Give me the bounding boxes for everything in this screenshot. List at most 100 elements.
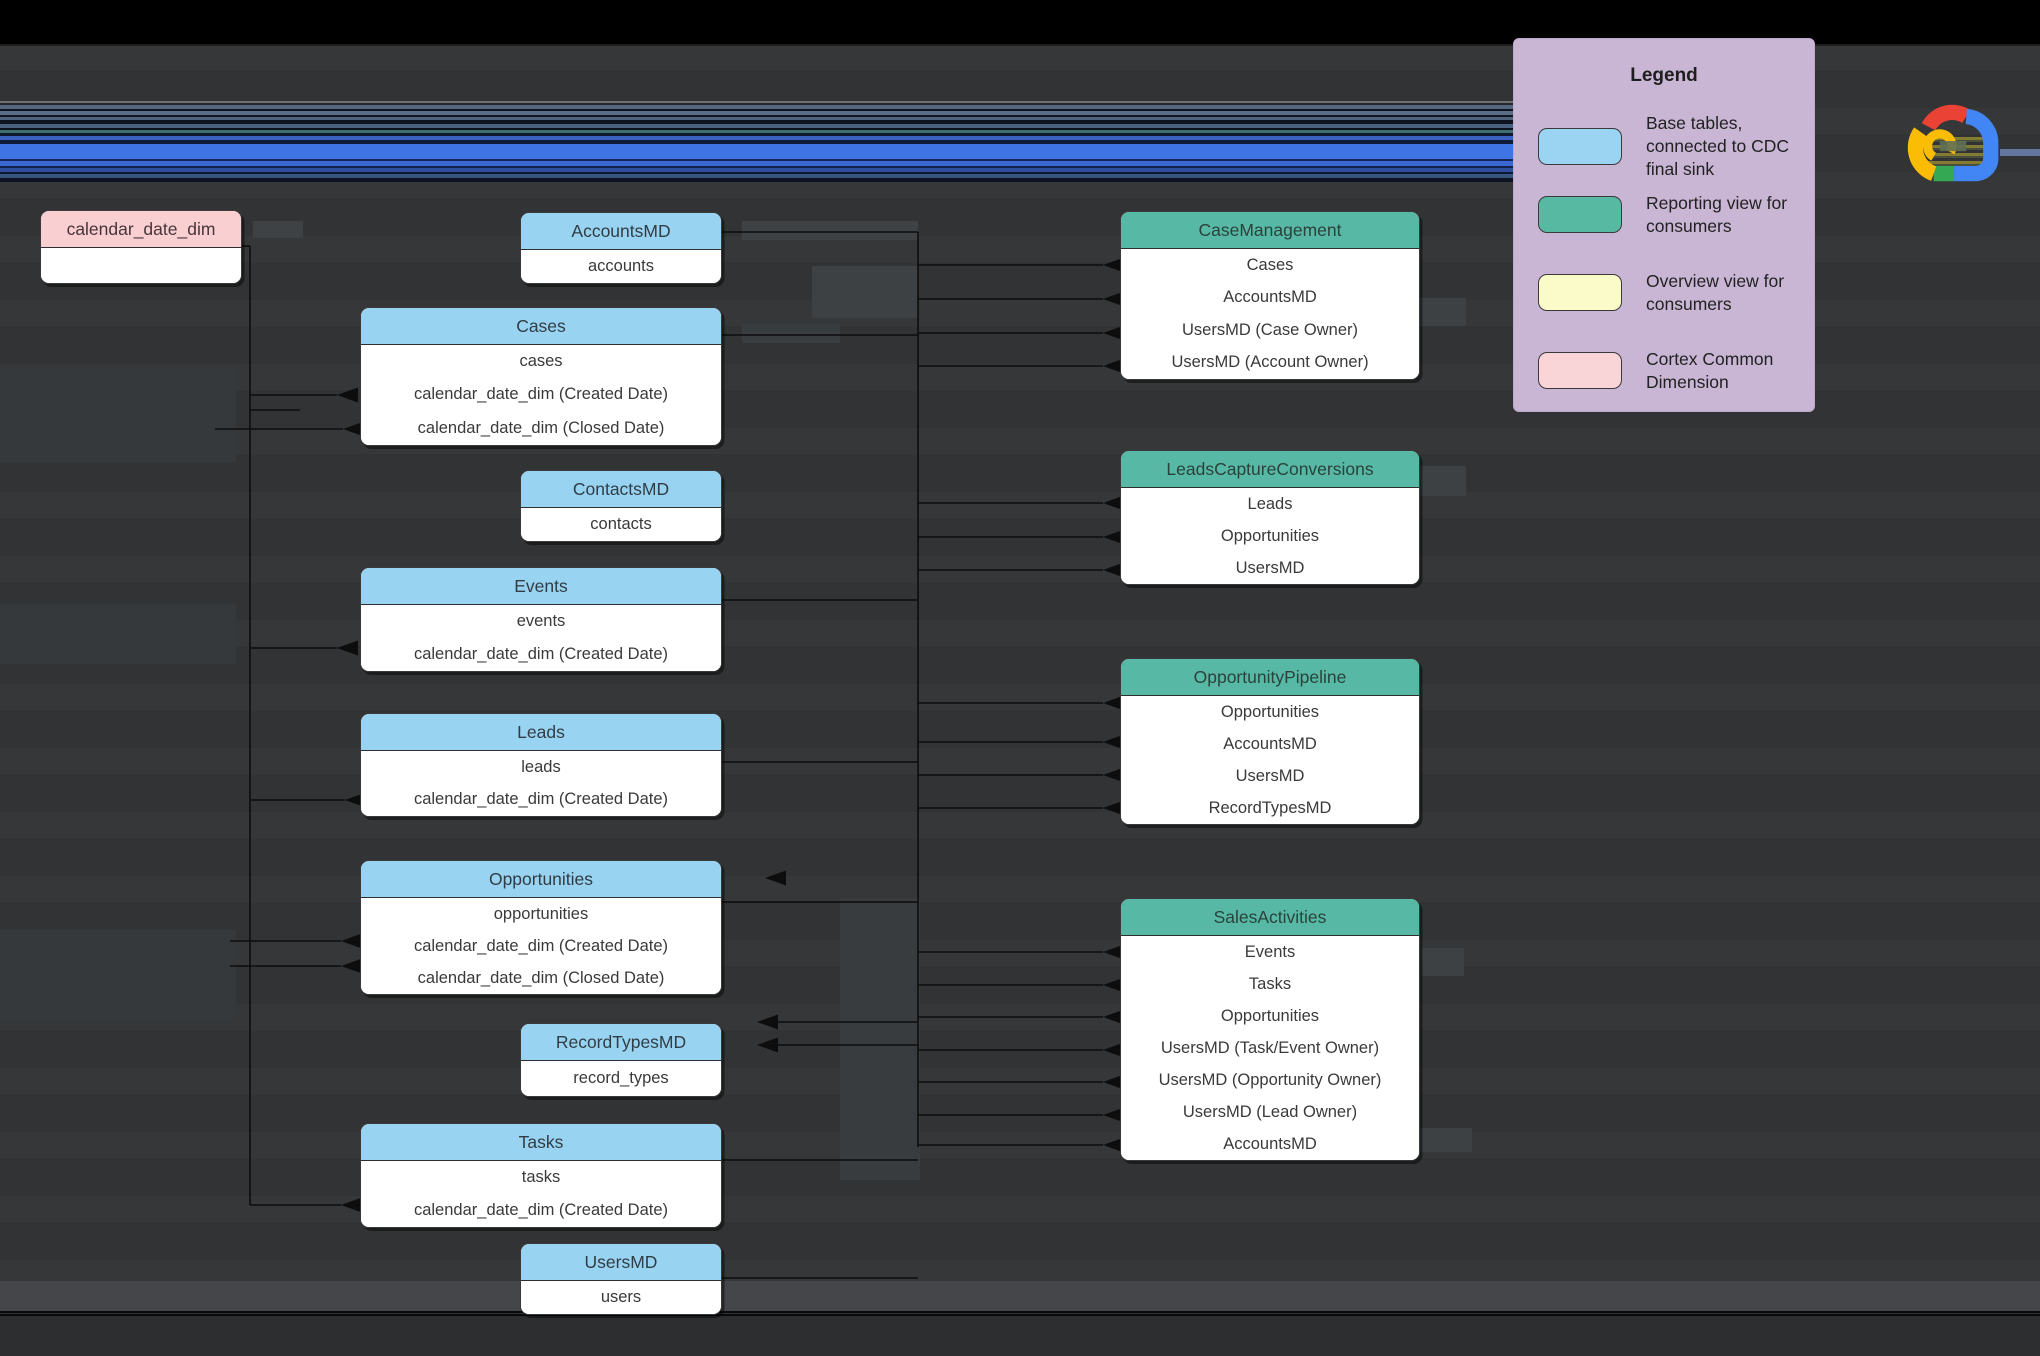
- gray-artifact: [0, 366, 236, 462]
- node-row: calendar_date_dim (Closed Date): [361, 411, 721, 445]
- node-row: calendar_date_dim (Created Date): [361, 783, 721, 816]
- node-title: ContactsMD: [521, 471, 721, 508]
- legend-swatch: [1538, 274, 1622, 312]
- gray-artifact: [1420, 298, 1466, 326]
- node-row: calendar_date_dim (Created Date): [361, 378, 721, 412]
- gray-artifact: [812, 266, 918, 318]
- node-title: UsersMD: [521, 1244, 721, 1281]
- node-body: users: [521, 1281, 721, 1314]
- legend-label: Base tables, connected to CDC final sink: [1646, 113, 1789, 179]
- node-title: Opportunities: [361, 861, 721, 898]
- node-row: Events: [1121, 936, 1419, 968]
- node-row: accounts: [521, 250, 721, 283]
- node-calendar_date_dim[interactable]: calendar_date_dim: [40, 210, 242, 284]
- node-row: Opportunities: [1121, 1000, 1419, 1032]
- legend-item: Overview view for consumers: [1538, 270, 1822, 316]
- gray-artifact: [742, 221, 918, 240]
- legend-box[interactable]: Legend Base tables, connected to CDC fin…: [1513, 38, 1815, 412]
- node-row: tasks: [361, 1161, 721, 1194]
- node-title: Leads: [361, 714, 721, 751]
- node-row: AccountsMD: [1121, 728, 1419, 760]
- node-row: opportunities: [361, 898, 721, 930]
- node-row: calendar_date_dim (Closed Date): [361, 962, 721, 994]
- node-row: cases: [361, 345, 721, 379]
- legend-item: Reporting view for consumers: [1538, 192, 1822, 238]
- node-title: calendar_date_dim: [41, 211, 241, 248]
- legend-swatch: [1538, 196, 1622, 234]
- legend-title: Legend: [1630, 65, 1698, 86]
- legend-label: Reporting view for consumers: [1646, 193, 1788, 236]
- node-row: leads: [361, 751, 721, 784]
- node-row: events: [361, 605, 721, 638]
- node-title: OpportunityPipeline: [1121, 659, 1419, 696]
- node-body: record_types: [521, 1061, 721, 1096]
- node-title: LeadsCaptureConversions: [1121, 451, 1419, 488]
- gray-artifact: [0, 604, 236, 664]
- legend-label: Overview view for consumers: [1646, 271, 1785, 314]
- gray-artifact: [0, 930, 236, 1020]
- node-row: [41, 248, 241, 283]
- node-row: UsersMD (Lead Owner): [1121, 1096, 1419, 1128]
- node-row: calendar_date_dim (Created Date): [361, 930, 721, 962]
- node-row: UsersMD: [1121, 552, 1419, 584]
- gray-artifact: [253, 221, 303, 238]
- google-cloud-logo-icon: [1907, 104, 1999, 182]
- node-row: Leads: [1121, 488, 1419, 520]
- gray-artifact: [1420, 466, 1466, 496]
- node-body: [41, 248, 241, 283]
- node-row: record_types: [521, 1061, 721, 1096]
- gray-artifact: [1420, 1128, 1472, 1152]
- bottom-light-band: [0, 1281, 2040, 1311]
- gray-artifact: [742, 324, 840, 343]
- legend-label: Cortex Common Dimension: [1646, 349, 1774, 392]
- top-black-band: [0, 0, 2040, 46]
- bottom-dark-band: [0, 1316, 2040, 1356]
- node-row: AccountsMD: [1121, 281, 1419, 314]
- legend-item: Base tables, connected to CDC final sink: [1538, 112, 1822, 180]
- gray-artifact: [1422, 948, 1464, 976]
- legend-swatch: [1538, 352, 1622, 390]
- node-row: Tasks: [1121, 968, 1419, 1000]
- node-title: AccountsMD: [521, 213, 721, 250]
- stripe-tail-line: [2000, 149, 2040, 156]
- node-row: calendar_date_dim (Created Date): [361, 638, 721, 671]
- node-row: RecordTypesMD: [1121, 792, 1419, 824]
- bottom-divider-lines: [0, 1311, 2040, 1316]
- node-row: AccountsMD: [1121, 1128, 1419, 1160]
- node-title: Tasks: [361, 1124, 721, 1161]
- legend-swatch: [1538, 127, 1622, 165]
- node-row: UsersMD (Task/Event Owner): [1121, 1032, 1419, 1064]
- node-row: users: [521, 1281, 721, 1314]
- gray-artifact: [840, 898, 920, 1180]
- node-body: accounts: [521, 250, 721, 283]
- node-row: Opportunities: [1121, 520, 1419, 552]
- node-title: Cases: [361, 308, 721, 345]
- node-row: UsersMD (Opportunity Owner): [1121, 1064, 1419, 1096]
- node-title: CaseManagement: [1121, 212, 1419, 249]
- node-row: Cases: [1121, 249, 1419, 282]
- node-title: RecordTypesMD: [521, 1024, 721, 1061]
- node-row: UsersMD: [1121, 760, 1419, 792]
